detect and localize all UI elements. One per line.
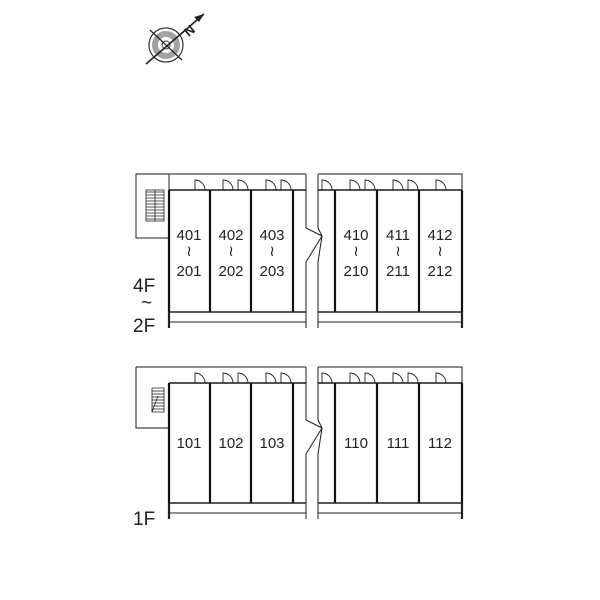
balcony-lower: [167, 502, 464, 519]
door-arcs-upper-right: [321, 179, 447, 191]
svg-text:≀: ≀: [395, 243, 401, 260]
svg-text:201: 201: [176, 263, 201, 280]
compass-north-icon: N: [145, 13, 205, 65]
svg-text:211: 211: [386, 263, 410, 280]
svg-text:412: 412: [427, 227, 452, 244]
svg-text:2F: 2F: [133, 316, 155, 337]
unit-label-410-210: 410 ≀ 210: [343, 227, 368, 280]
unit-label-402-202: 402 ≀ 202: [218, 227, 243, 280]
svg-text:≀: ≀: [228, 243, 234, 260]
balcony-upper: [167, 311, 464, 328]
svg-text:≀: ≀: [269, 243, 275, 260]
unit-label-103: 103: [259, 435, 284, 452]
svg-text:≀: ≀: [186, 243, 192, 260]
unit-walls-upper: [167, 190, 464, 312]
staircase-icon-lower: [151, 387, 165, 413]
unit-label-411-211: 411 ≀ 211: [386, 227, 410, 280]
break-line-upper: [305, 174, 323, 328]
stair-landing: [135, 173, 170, 239]
unit-label-401-201: 401 ≀ 201: [176, 227, 201, 280]
svg-text:403: 403: [259, 227, 284, 244]
unit-label-101: 101: [176, 435, 201, 452]
svg-text:411: 411: [386, 227, 410, 244]
upper-floor-block: 401 ≀ 201 402 ≀ 202 403 ≀ 203 410 ≀ 210 …: [133, 173, 464, 337]
svg-text:210: 210: [343, 263, 368, 280]
door-arcs-lower-left: [194, 372, 292, 384]
break-line-lower: [305, 367, 323, 519]
floor-label-1f: 1F: [133, 509, 155, 530]
unit-label-111: 111: [387, 435, 410, 452]
unit-label-102: 102: [218, 435, 243, 452]
door-arcs-upper-left: [194, 179, 292, 191]
svg-text:202: 202: [218, 263, 243, 280]
svg-text:~: ~: [141, 293, 152, 314]
unit-label-112: 112: [428, 435, 452, 452]
unit-label-110: 110: [344, 435, 368, 452]
svg-text:4F: 4F: [133, 276, 155, 297]
stair-landing-lower: [135, 367, 169, 429]
lower-floor-block: 101 102 103 110 111 112 1F: [133, 366, 464, 530]
staircase-icon: [145, 189, 165, 222]
svg-text:203: 203: [259, 263, 284, 280]
svg-text:401: 401: [176, 227, 201, 244]
unit-label-412-212: 412 ≀ 212: [427, 227, 452, 280]
svg-text:≀: ≀: [353, 243, 359, 260]
unit-walls-lower: [167, 383, 464, 503]
floor-label-4f-2f: 4F ~ 2F: [133, 276, 155, 337]
svg-text:≀: ≀: [437, 243, 443, 260]
door-arcs-lower-right: [321, 372, 447, 384]
unit-label-403-203: 403 ≀ 203: [259, 227, 284, 280]
svg-text:212: 212: [427, 263, 452, 280]
svg-text:410: 410: [343, 227, 368, 244]
compass-north-label: N: [181, 22, 198, 40]
svg-text:402: 402: [218, 227, 243, 244]
